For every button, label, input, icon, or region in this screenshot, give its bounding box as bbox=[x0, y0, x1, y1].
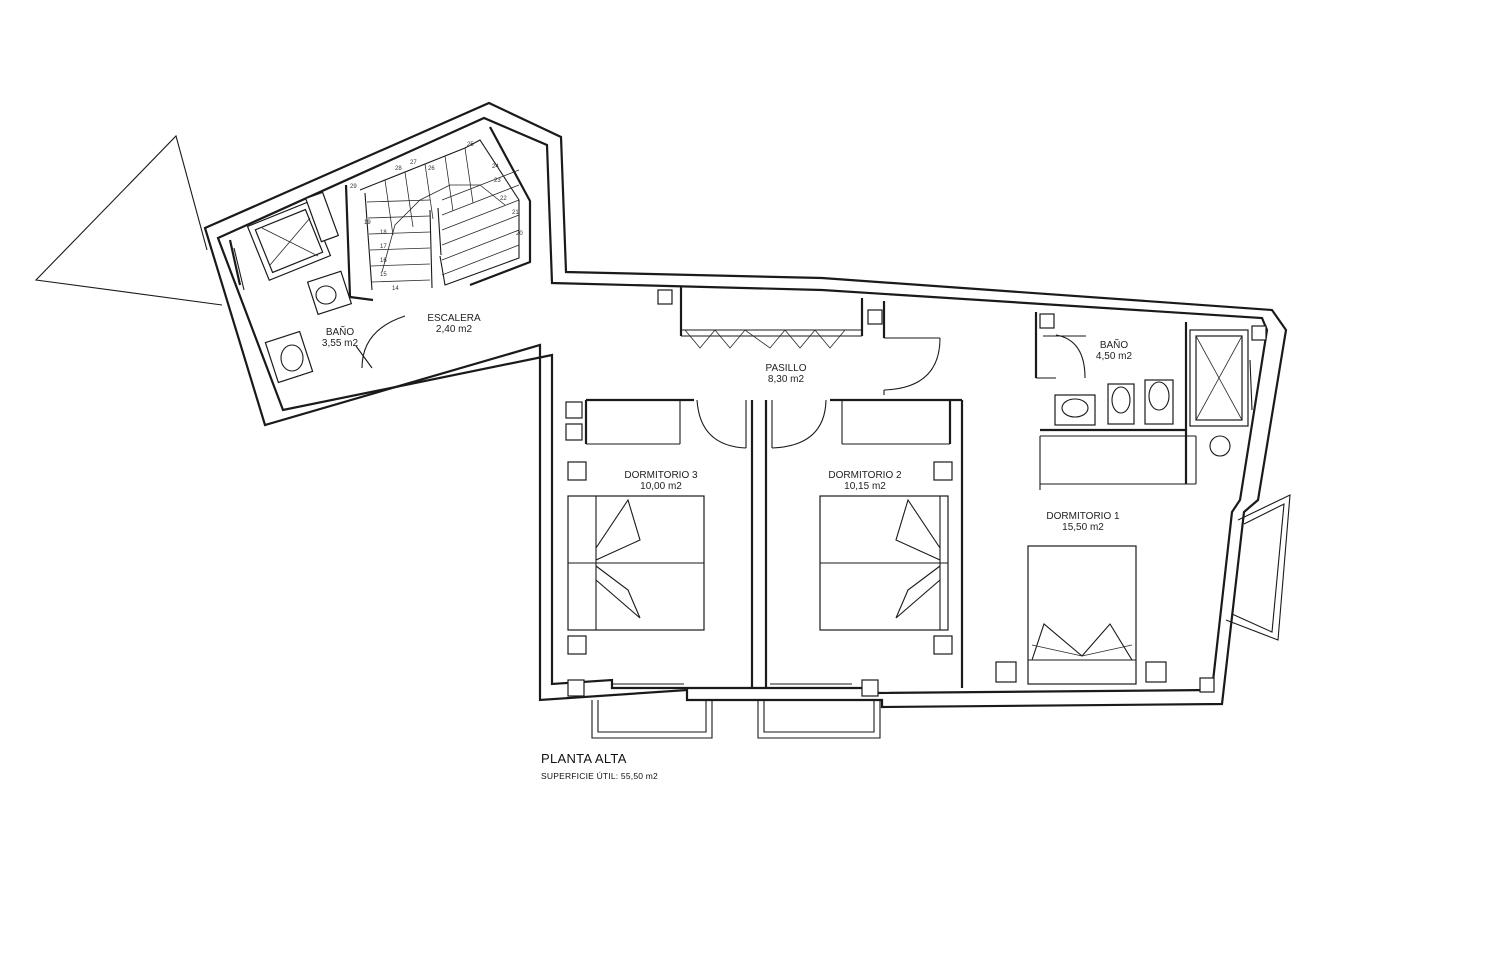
room-label-bano-small: BAÑO 3,55 m2 bbox=[322, 327, 358, 349]
plan-title-block: PLANTA ALTA SUPERFICIE ÚTIL: 55,50 m2 bbox=[541, 751, 658, 781]
stair-step-number: 27 bbox=[410, 160, 417, 166]
room-name: ESCALERA bbox=[427, 313, 481, 324]
stair-tread bbox=[404, 171, 414, 228]
room-label-bano-large: BAÑO 4,50 m2 bbox=[1096, 340, 1132, 362]
stair-tread bbox=[370, 263, 431, 267]
surface-value: 55,50 m2 bbox=[620, 771, 658, 781]
stair-step-number: 17 bbox=[380, 244, 387, 250]
surface-label: SUPERFICIE ÚTIL: bbox=[541, 771, 619, 781]
stair-step-number: 23 bbox=[494, 178, 501, 184]
room-name: DORMITORIO 1 bbox=[1046, 511, 1120, 522]
stair-step-number: 14 bbox=[392, 286, 399, 292]
stair-tread bbox=[441, 244, 520, 276]
stair-step-number: 24 bbox=[492, 164, 499, 170]
large-bathroom-fixtures bbox=[1054, 325, 1267, 457]
room-label-dormitorio-3: DORMITORIO 3 10,00 m2 bbox=[624, 470, 697, 492]
stair-step-number: 16 bbox=[380, 258, 387, 264]
plan-title: PLANTA ALTA bbox=[541, 751, 627, 766]
stair-step-number: 25 bbox=[467, 142, 474, 148]
windows-and-balconies bbox=[591, 494, 1291, 739]
room-name: PASILLO bbox=[765, 363, 807, 374]
exterior-walls bbox=[203, 101, 1288, 709]
stair-tread bbox=[424, 163, 434, 220]
surface-line: SUPERFICIE ÚTIL: 55,50 m2 bbox=[541, 771, 658, 781]
room-area: 15,50 m2 bbox=[1062, 522, 1104, 533]
room-area: 8,30 m2 bbox=[767, 374, 805, 385]
stair-step-number: 21 bbox=[512, 210, 519, 216]
room-name: DORMITORIO 3 bbox=[624, 470, 698, 481]
room-name: DORMITORIO 2 bbox=[828, 470, 902, 481]
stair-tread bbox=[444, 155, 454, 212]
room-name: BAÑO bbox=[325, 327, 355, 338]
staircase: 14 15 16 17 18 19 20 21 22 23 24 25 26 27 28 29 bbox=[344, 126, 532, 302]
stair-tread bbox=[366, 199, 431, 203]
interior-walls bbox=[565, 286, 1197, 688]
stair-step-number: 15 bbox=[380, 272, 387, 278]
stair-tread bbox=[371, 279, 431, 283]
stair-step-number: 19 bbox=[364, 220, 371, 226]
stair-tread bbox=[368, 231, 431, 235]
room-label-dormitorio-2: DORMITORIO 2 10,15 m2 bbox=[828, 470, 901, 492]
stair-tread bbox=[441, 214, 520, 246]
stair-step-number: 22 bbox=[500, 196, 507, 202]
stair-tread bbox=[464, 147, 474, 204]
room-area: 3,55 m2 bbox=[321, 338, 359, 349]
small-bathroom-fixtures bbox=[228, 191, 406, 384]
stair-tread bbox=[441, 199, 520, 231]
beds bbox=[567, 461, 1215, 697]
stair-step-number: 28 bbox=[395, 166, 402, 172]
stair-tread bbox=[441, 184, 520, 216]
room-area: 10,15 m2 bbox=[844, 481, 886, 492]
stair-step-number: 18 bbox=[380, 230, 387, 236]
stair-step-number: 26 bbox=[428, 166, 435, 172]
terrace-triangle bbox=[34, 134, 223, 306]
stair-tread bbox=[367, 215, 431, 219]
stair-tread bbox=[384, 179, 394, 236]
room-label-pasillo: PASILLO 8,30 m2 bbox=[766, 363, 807, 385]
stair-step-number: 20 bbox=[516, 231, 523, 237]
room-area: 2,40 m2 bbox=[435, 324, 473, 335]
room-area: 10,00 m2 bbox=[640, 481, 682, 492]
stair-tread bbox=[441, 229, 520, 261]
room-label-escalera: ESCALERA 2,40 m2 bbox=[427, 313, 480, 335]
stair-step-number: 29 bbox=[350, 184, 357, 190]
room-label-dormitorio-1: DORMITORIO 1 15,50 m2 bbox=[1046, 511, 1119, 533]
room-area: 4,50 m2 bbox=[1095, 351, 1133, 362]
room-name: BAÑO bbox=[1099, 340, 1129, 351]
stair-tread bbox=[369, 247, 431, 251]
